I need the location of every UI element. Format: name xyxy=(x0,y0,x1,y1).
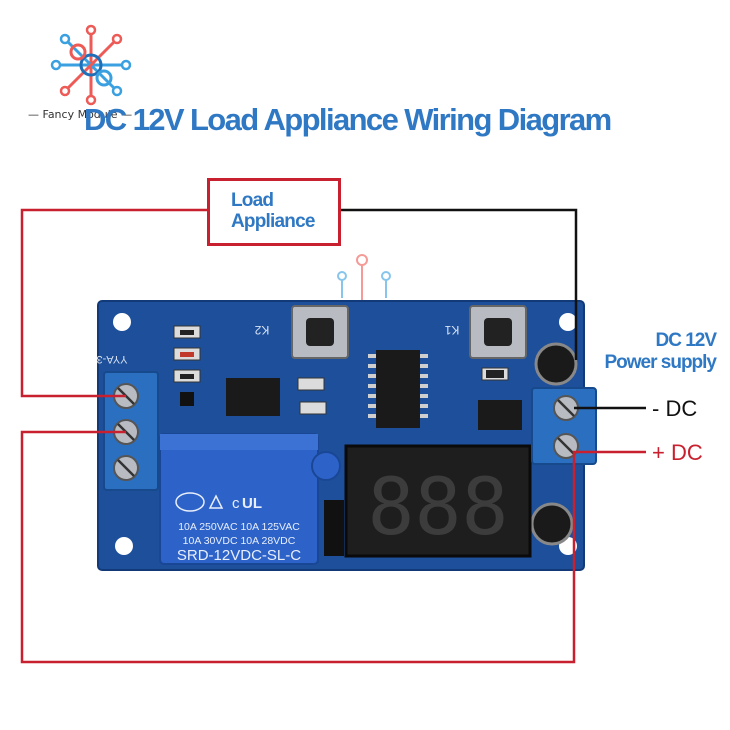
relay-rating-line2: 10A 30VDC 10A 28VDC xyxy=(183,535,296,547)
mounting-hole xyxy=(559,313,577,331)
load-wire-bottom xyxy=(20,430,646,664)
page-title: DC 12V Load Appliance Wiring Diagram xyxy=(84,102,612,137)
electrolytic-capacitor xyxy=(534,342,578,386)
negative-dc-label: - DC xyxy=(652,396,698,421)
svg-text:c: c xyxy=(232,495,240,512)
display-digits: 888 xyxy=(368,463,509,553)
load-label-line2: Appliance xyxy=(231,211,315,232)
power-supply-label: DC 12V Power supply xyxy=(588,330,717,374)
ceramic-capacitor xyxy=(311,451,341,481)
power-supply-line2: Power supply xyxy=(604,352,717,373)
optocoupler-chip xyxy=(226,378,280,416)
ic-chip xyxy=(376,350,420,428)
relay-model-text: SRD-12VDC-SL-C xyxy=(177,547,301,564)
load-wire-top xyxy=(20,208,207,398)
relay-rating-line1: 10A 250VAC 10A 125VAC xyxy=(178,521,300,533)
brand-name: — Fancy Module — xyxy=(28,108,133,121)
load-appliance-label: Load Appliance xyxy=(231,190,315,232)
load-wire-right xyxy=(341,208,578,360)
svg-text:UL: UL xyxy=(242,495,262,512)
load-appliance-box xyxy=(207,178,341,246)
circuit-node-logo-icon xyxy=(50,24,132,106)
button-k2-label: K2 xyxy=(254,323,269,337)
load-label-line1: Load xyxy=(231,190,274,211)
board-model-text: YYA-3 xyxy=(97,353,128,365)
button-k1-label: K1 xyxy=(444,323,459,337)
seven-segment-display xyxy=(344,444,532,558)
mounting-hole xyxy=(115,537,133,555)
power-supply-line1: DC 12V xyxy=(655,330,717,351)
mounting-hole xyxy=(113,313,131,331)
positive-dc-label: + DC xyxy=(652,440,703,465)
electrolytic-capacitor xyxy=(530,502,574,546)
